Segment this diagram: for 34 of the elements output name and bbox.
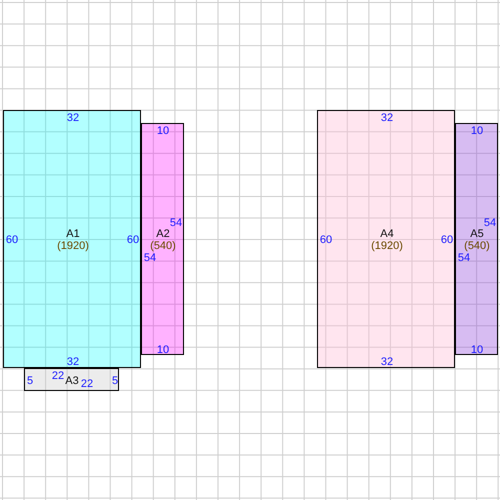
area-size: (1920) bbox=[371, 240, 403, 252]
area-size: (540) bbox=[150, 240, 176, 252]
dimension-value: 60 bbox=[440, 234, 454, 246]
dimension-value: 32 bbox=[66, 112, 80, 124]
dimension-value: 5 bbox=[26, 375, 34, 387]
area-name: A3 bbox=[65, 375, 79, 387]
dimension-value: 60 bbox=[6, 234, 18, 246]
area-panel bbox=[317, 110, 455, 368]
dimension-value: 10 bbox=[156, 344, 170, 356]
area-panel bbox=[455, 123, 498, 355]
dimension-value: 60 bbox=[320, 234, 332, 246]
area-name: A5 bbox=[470, 228, 484, 240]
dimension-value: 32 bbox=[380, 112, 394, 124]
dimension-value: 10 bbox=[470, 344, 484, 356]
dimension-value: 54 bbox=[458, 252, 470, 264]
dimension-value: 22 bbox=[80, 378, 94, 390]
dimension-value: 10 bbox=[156, 125, 170, 137]
dimension-value: 54 bbox=[484, 217, 496, 229]
dimension-value: 32 bbox=[66, 356, 80, 368]
dimension-value: 10 bbox=[470, 125, 484, 137]
dimension-value: 54 bbox=[144, 252, 156, 264]
area-size: (540) bbox=[464, 240, 490, 252]
dimension-value: 32 bbox=[380, 356, 394, 368]
area-size: (1920) bbox=[57, 240, 89, 252]
dimension-value: 54 bbox=[170, 217, 182, 229]
dimension-value: 22 bbox=[52, 370, 64, 382]
dimension-value: 5 bbox=[112, 375, 118, 387]
area-name: A1 bbox=[66, 228, 80, 240]
area-name: A2 bbox=[156, 228, 170, 240]
area-panel bbox=[3, 110, 141, 368]
area-name: A4 bbox=[380, 228, 394, 240]
area-panel bbox=[141, 123, 184, 355]
area-panel bbox=[24, 368, 119, 391]
dimension-value: 60 bbox=[126, 234, 140, 246]
